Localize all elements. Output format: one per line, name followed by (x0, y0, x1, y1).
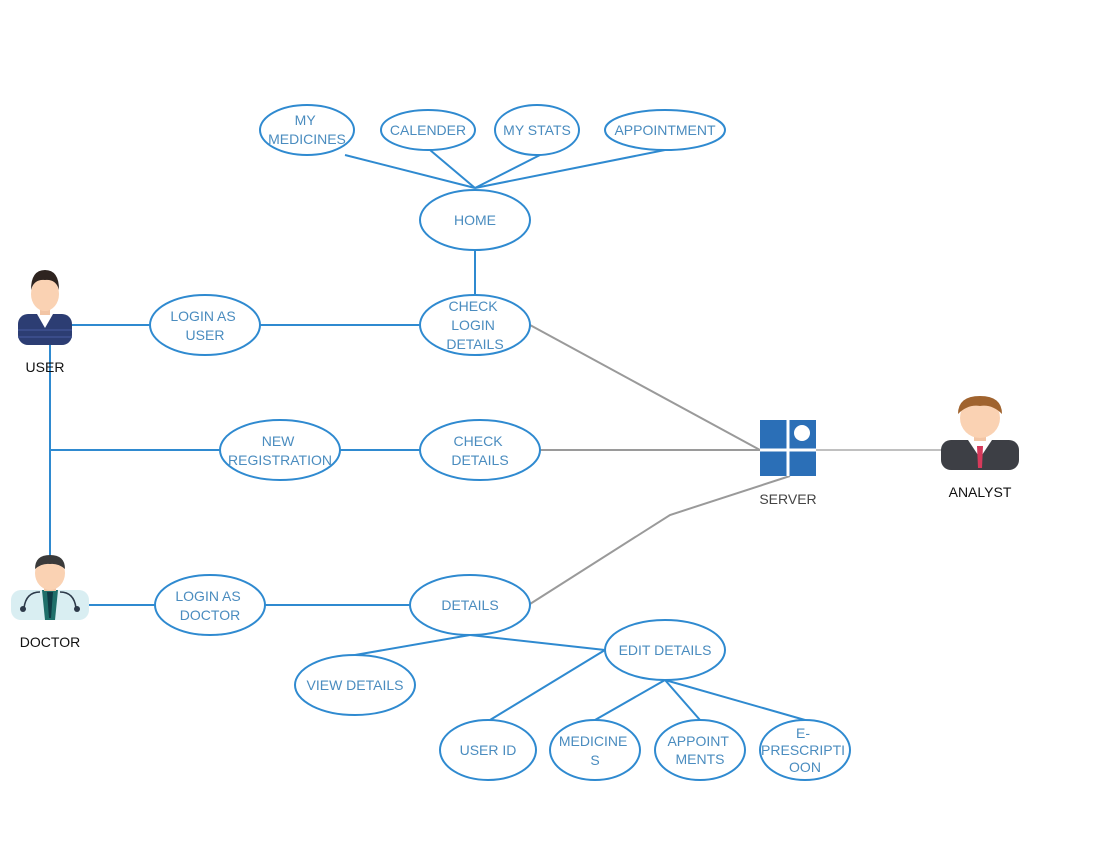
node-my-stats: MY STATS (494, 104, 580, 156)
node-home-label: HOME (454, 212, 496, 228)
node-home: HOME (419, 189, 531, 251)
node-user-id-label: USER ID (460, 742, 517, 758)
actor-user-label: USER (26, 359, 65, 375)
node-login-as-user-shape (149, 294, 261, 356)
node-check-details: CHECK DETAILS (419, 419, 541, 481)
node-my-medicines-shape (259, 104, 355, 156)
edge-home-my-stats (474, 154, 541, 189)
actor-server: SERVER (759, 420, 817, 507)
node-view-details: VIEW DETAILS (294, 654, 416, 716)
edge-check-login-server (529, 324, 761, 451)
connectors-blue (49, 149, 806, 721)
server-icon (760, 420, 816, 476)
node-check-details-shape (419, 419, 541, 481)
node-home-shape (419, 189, 531, 251)
node-check-login-details-shape (419, 294, 531, 356)
node-new-registration-shape (219, 419, 341, 481)
actor-server-label: SERVER (759, 491, 816, 507)
actor-doctor-label: DOCTOR (20, 634, 80, 650)
node-login-as-doctor-shape (154, 574, 266, 636)
edge-home-calender (429, 149, 476, 189)
node-medicines: MEDICINE S (549, 719, 641, 781)
node-appointment-label: APPOINTMENT (614, 122, 716, 138)
node-e-prescription: E- PRESCRIPTI OON (759, 719, 851, 781)
node-appointment: APPOINTMENT (604, 109, 726, 151)
node-view-details-shape (294, 654, 416, 716)
node-view-details-label: VIEW DETAILS (307, 677, 404, 693)
businessman-icon (941, 396, 1019, 470)
node-edit-details: EDIT DETAILS (604, 619, 726, 681)
node-login-as-user-label: LOGIN AS USER (170, 308, 239, 343)
node-e-prescription-shape (759, 719, 851, 781)
node-details: DETAILS (409, 574, 531, 636)
node-my-medicines: MY MEDICINES (259, 104, 355, 156)
node-user-id-shape (439, 719, 537, 781)
node-calender-shape (380, 109, 476, 151)
edge-edit-user-id (489, 649, 606, 721)
node-login-as-user: LOGIN AS USER (149, 294, 261, 356)
node-check-login-details: CHECK LOGIN DETAILS (419, 294, 531, 356)
node-my-medicines-label: MY MEDICINES (268, 112, 346, 147)
node-check-details-label: CHECK DETAILS (451, 433, 508, 468)
node-my-stats-shape (494, 104, 580, 156)
node-e-prescription-label: E- PRESCRIPTI OON (761, 725, 849, 775)
edge-home-appointment (474, 149, 666, 189)
node-edit-details-label: EDIT DETAILS (619, 642, 712, 658)
actor-analyst-label: ANALYST (949, 484, 1012, 500)
node-appointments-label: APPOINT MENTS (667, 733, 732, 767)
node-check-login-details-label: CHECK LOGIN DETAILS (446, 298, 503, 352)
actor-analyst: ANALYST (941, 396, 1019, 500)
doctor-icon (11, 555, 89, 620)
actor-doctor: DOCTOR (11, 555, 89, 650)
edge-details-view-details (354, 634, 471, 656)
node-login-as-doctor-label: LOGIN AS DOCTOR (175, 588, 244, 623)
node-edit-details-shape (604, 619, 726, 681)
node-calender-label: CALENDER (390, 122, 466, 138)
person-icon (18, 270, 72, 345)
edge-details-edit-details (469, 634, 606, 651)
edge-edit-medicines (594, 679, 666, 721)
node-appointments-shape (654, 719, 746, 781)
node-medicines-label: MEDICINE S (559, 733, 631, 768)
edge-details-server (529, 475, 791, 605)
node-new-registration-label: NEW REGISTRATION (228, 433, 332, 468)
node-details-label: DETAILS (441, 597, 498, 613)
node-my-stats-label: MY STATS (503, 122, 571, 138)
node-appointments: APPOINT MENTS (654, 719, 746, 781)
actor-user: USER (18, 270, 72, 375)
node-appointment-shape (604, 109, 726, 151)
connectors-gray (529, 324, 942, 605)
node-new-registration: NEW REGISTRATION (219, 419, 341, 481)
node-login-as-doctor: LOGIN AS DOCTOR (154, 574, 266, 636)
node-details-shape (409, 574, 531, 636)
node-user-id: USER ID (439, 719, 537, 781)
edge-home-my-medicines (344, 154, 476, 189)
node-calender: CALENDER (380, 109, 476, 151)
edge-edit-appointments (664, 679, 701, 721)
node-medicines-shape (549, 719, 641, 781)
edge-edit-e-prescription (664, 679, 806, 721)
